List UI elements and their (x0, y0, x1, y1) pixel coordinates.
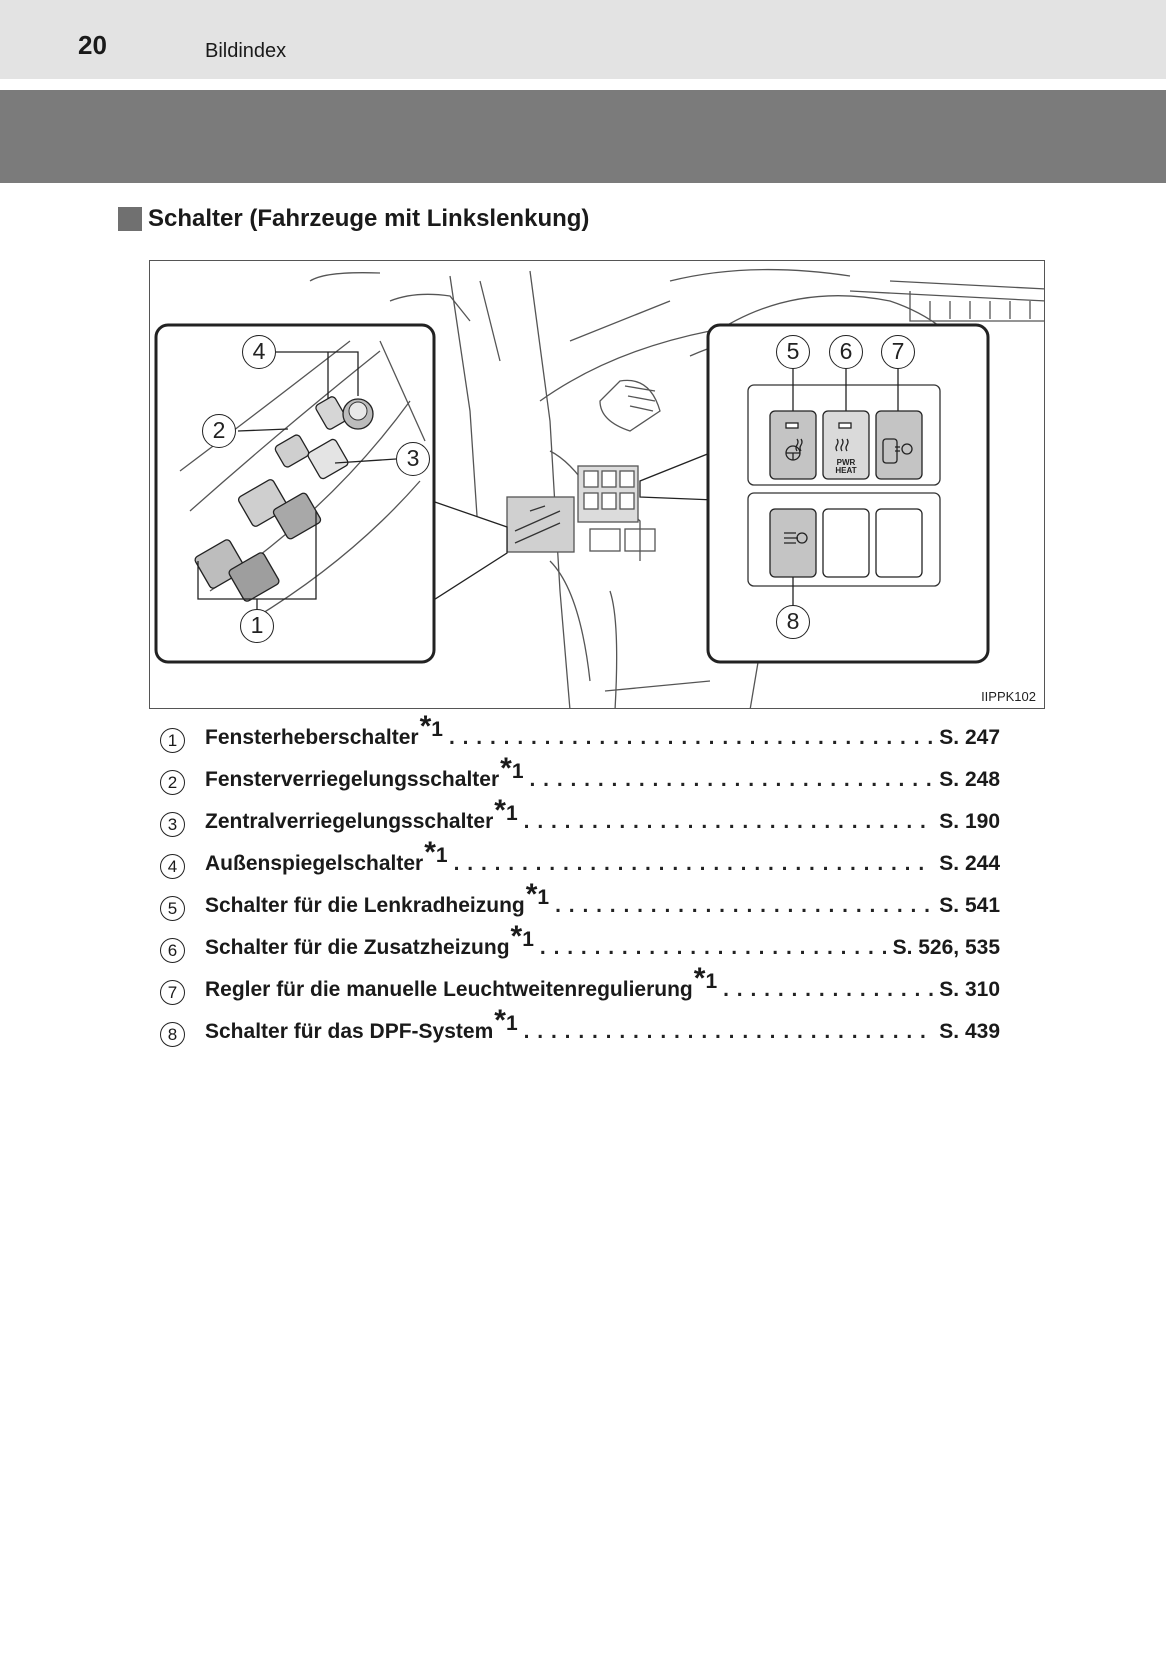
dot-leader (723, 978, 933, 1002)
footnote-marker: *1 (525, 878, 550, 911)
section-heading-text: Schalter (Fahrzeuge mit Linkslenkung) (148, 205, 590, 232)
section-name: Bildindex (205, 40, 287, 62)
footnote-marker: *1 (494, 794, 518, 827)
page-reference[interactable]: S. 247 (939, 726, 1000, 749)
page-reference[interactable]: S. 190 (939, 810, 1000, 833)
callout-5: 5 (776, 335, 810, 369)
heading-square-icon (118, 207, 142, 231)
callout-4: 4 (242, 335, 276, 369)
page-reference[interactable]: S. 248 (939, 768, 1000, 791)
dot-leader (524, 1020, 934, 1044)
item-number: 5 (160, 896, 185, 921)
page-reference[interactable]: S. 310 (939, 978, 1000, 1001)
pwr-label: PWR (837, 458, 856, 467)
callout-7: 7 (881, 335, 915, 369)
page-reference[interactable]: S. 244 (939, 852, 1000, 875)
dot-leader (540, 936, 887, 960)
dot-leader (555, 894, 933, 918)
heat-label: HEAT (835, 466, 856, 475)
item-number: 2 (160, 770, 185, 795)
chapter-band (0, 90, 1166, 183)
item-label: Schalter für die Zusatzheizung (205, 936, 510, 959)
cockpit-drawing: PWR HEAT (154, 268, 1044, 708)
list-item: 6 Schalter für die Zusatzheizung *1 S. 5… (160, 920, 1000, 970)
page-reference[interactable]: S. 439 (939, 1020, 1000, 1043)
footnote-marker: *1 (419, 710, 443, 743)
item-number: 8 (160, 1022, 185, 1047)
switch-index-list: 1 Fensterheberschalter *1 S. 247 2 Fenst… (160, 710, 1000, 1054)
page-header (0, 0, 1166, 79)
switch-illustration: PWR HEAT 4 2 3 1 5 6 7 8 IIPPK102 (149, 260, 1045, 709)
callout-1: 1 (240, 609, 274, 643)
footnote-marker: *1 (693, 962, 718, 995)
footnote-marker: *1 (424, 836, 448, 869)
list-item: 8 Schalter für das DPF-System *1 S. 439 (160, 1004, 1000, 1054)
list-item: 2 Fensterverriegelungsschalter *1 S. 248 (160, 752, 1000, 802)
dot-leader (449, 726, 933, 750)
list-item: 7 Regler für die manuelle Leuchtweitenre… (160, 962, 1000, 1012)
dot-leader (524, 810, 934, 834)
item-label: Fensterheberschalter (205, 726, 419, 749)
item-number: 4 (160, 854, 185, 879)
item-number: 6 (160, 938, 185, 963)
item-label: Schalter für die Lenkradheizung (205, 894, 525, 917)
item-label: Außenspiegelschalter (205, 852, 424, 875)
page-number: 20 (78, 30, 107, 60)
item-label: Regler für die manuelle Leuchtweitenregu… (205, 978, 693, 1001)
list-item: 1 Fensterheberschalter *1 S. 247 (160, 710, 1000, 760)
footnote-marker: *1 (500, 752, 524, 785)
footnote-marker: *1 (494, 1004, 518, 1037)
figure-code: IIPPK102 (981, 689, 1036, 704)
dot-leader (530, 768, 934, 792)
callout-8: 8 (776, 605, 810, 639)
list-item: 5 Schalter für die Lenkradheizung *1 S. … (160, 878, 1000, 928)
list-item: 3 Zentralverriegelungsschalter *1 S. 190 (160, 794, 1000, 844)
footnote-marker: *1 (510, 920, 534, 953)
page-reference[interactable]: S. 541 (939, 894, 1000, 917)
callout-3: 3 (396, 442, 430, 476)
dot-leader (454, 852, 934, 876)
page-reference[interactable]: S. 526, 535 (892, 936, 1000, 959)
item-label: Zentralverriegelungsschalter (205, 810, 494, 833)
callout-2: 2 (202, 414, 236, 448)
item-number: 7 (160, 980, 185, 1005)
item-number: 3 (160, 812, 185, 837)
item-label: Fensterverriegelungsschalter (205, 768, 500, 791)
item-label: Schalter für das DPF-System (205, 1020, 494, 1043)
callout-6: 6 (829, 335, 863, 369)
list-item: 4 Außenspiegelschalter *1 S. 244 (160, 836, 1000, 886)
item-number: 1 (160, 728, 185, 753)
section-heading: Schalter (Fahrzeuge mit Linkslenkung) (118, 205, 589, 233)
